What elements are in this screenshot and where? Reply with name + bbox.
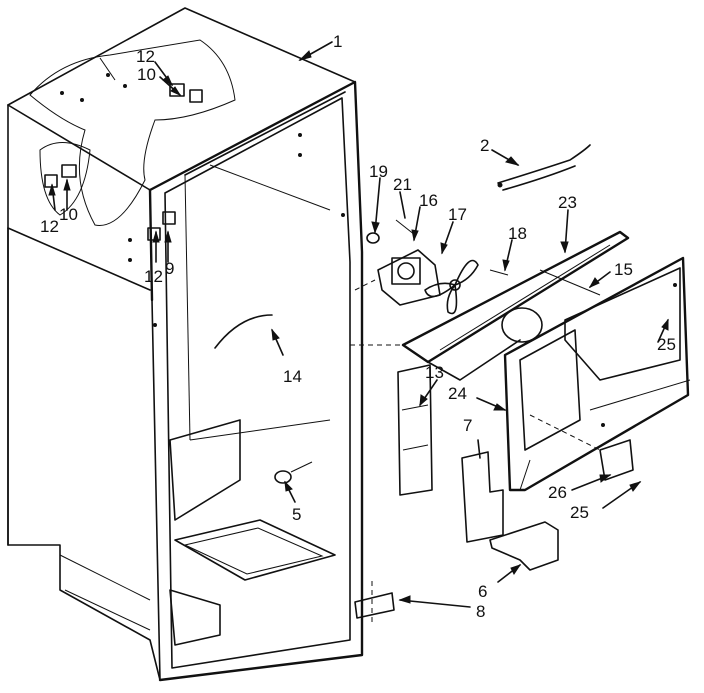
label-part-14: 14 [283,367,302,386]
label-part-12-top: 12 [136,47,155,66]
heater-wire [497,144,591,191]
fan-motor-assembly [366,219,509,315]
label-part-24: 24 [448,384,467,403]
evaporator-cover [503,256,691,492]
label-part-21: 21 [393,175,412,194]
label-part-19: 19 [369,162,388,181]
drain-tube [214,314,273,349]
label-part-6: 6 [478,582,487,601]
label-part-8: 8 [476,602,485,621]
label-part-26: 26 [548,483,567,502]
assembly-lines [350,279,601,622]
bracket-6 [489,521,559,571]
label-part-17: 17 [448,205,467,224]
clip-26 [599,439,634,481]
leader-lines [48,41,669,608]
label-part-10-left: 10 [59,205,78,224]
part-number-labels: 1 2 19 21 16 17 18 23 15 25 13 24 7 14 5… [40,32,676,621]
label-part-7: 7 [463,416,472,435]
label-part-10-top: 10 [137,65,156,84]
label-part-13: 13 [425,363,444,382]
label-part-2: 2 [480,136,489,155]
label-part-25-lower: 25 [570,503,589,522]
label-part-18: 18 [508,224,527,243]
label-part-9: 9 [165,259,174,278]
label-part-23: 23 [558,193,577,212]
label-part-12-mid: 12 [144,267,163,286]
cover-plate-7 [461,451,504,543]
air-baffle [397,364,433,496]
label-part-25-upper: 25 [657,335,676,354]
label-part-1: 1 [333,32,342,51]
cabinet-liner [7,7,364,682]
label-part-15: 15 [614,260,633,279]
label-part-16: 16 [419,191,438,210]
fan-shroud [401,230,630,381]
strip-8 [354,592,395,619]
label-part-5: 5 [292,505,301,524]
label-part-12-left: 12 [40,217,59,236]
light-socket [274,461,313,484]
